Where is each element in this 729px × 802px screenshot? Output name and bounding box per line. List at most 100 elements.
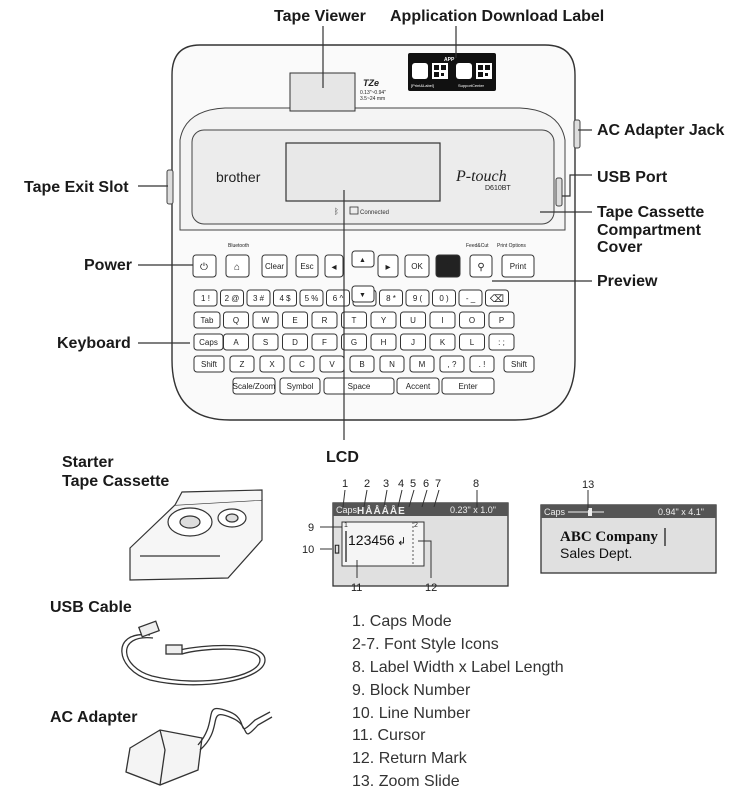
home-key-cap[interactable] [225,254,250,278]
key-3-row1[interactable]: 3 # [246,289,271,307]
key-row4-10-cap[interactable] [503,355,535,373]
key-8-row1[interactable]: 8 * [379,289,403,307]
key-9-row1[interactable]: 9 ( [405,289,430,307]
ok-key-cap[interactable] [404,254,430,278]
key-row4-6-cap[interactable] [379,355,405,373]
key-l-row3-cap[interactable] [459,333,485,351]
key-row4-1[interactable]: Z [229,355,255,373]
key-row4-1-cap[interactable] [229,355,255,373]
key-row4-10[interactable]: Shift [503,355,535,373]
key-o-cap[interactable] [459,311,485,329]
key-k-row3[interactable]: K [429,333,456,351]
key-i[interactable]: I [429,311,456,329]
key-scalezoom-cap[interactable] [232,377,276,395]
key-row4-2-cap[interactable] [259,355,285,373]
key-10-row1[interactable]: 0 ) [432,289,456,307]
key-f-row3[interactable]: F [311,333,338,351]
key-symbol-cap[interactable] [279,377,321,395]
key-row4-8[interactable]: , ? [439,355,465,373]
key-w-cap[interactable] [252,311,279,329]
key-y[interactable]: Y [370,311,397,329]
clear-key[interactable]: Clear [261,254,288,278]
key-row4-5[interactable]: B [349,355,375,373]
esc-key[interactable]: Esc [295,254,319,278]
key-tab-cap[interactable] [193,311,221,329]
key-t[interactable]: T [341,311,367,329]
power-key-cap[interactable] [192,254,217,278]
key-11-row1-cap[interactable] [458,289,483,307]
key-3-row1-cap[interactable] [246,289,271,307]
key-enter[interactable]: Enter [441,377,495,395]
key-u[interactable]: U [400,311,426,329]
key-h-row3[interactable]: H [370,333,397,351]
key-a-row3[interactable]: A [223,333,249,351]
ok-key[interactable]: OK [404,254,430,278]
key-q-cap[interactable] [223,311,249,329]
key-l-row3[interactable]: L [459,333,485,351]
preview-key[interactable] [469,254,493,278]
key-row4-3-cap[interactable] [289,355,315,373]
key-j-row3-cap[interactable] [400,333,426,351]
key-j-row3[interactable]: J [400,333,426,351]
key-row4-7-cap[interactable] [409,355,435,373]
key-row4-7[interactable]: M [409,355,435,373]
key-t-cap[interactable] [341,311,367,329]
key-5-row1[interactable]: 5 % [299,289,324,307]
key-accent-cap[interactable] [396,377,440,395]
key-row4-0[interactable]: Shift [193,355,225,373]
key--row3-cap[interactable] [488,333,515,351]
key-e-cap[interactable] [282,311,308,329]
key-p[interactable]: P [488,311,515,329]
key-s-row3-cap[interactable] [252,333,279,351]
key-accent[interactable]: Accent [396,377,440,395]
nav-right-key[interactable] [377,254,399,278]
print-key-cap[interactable] [501,254,535,278]
nav-right-key-cap[interactable] [377,254,399,278]
key-space-cap[interactable] [323,377,395,395]
key-q[interactable]: Q [223,311,249,329]
key-row4-0-cap[interactable] [193,355,225,373]
key-row4-5-cap[interactable] [349,355,375,373]
key-o[interactable]: O [459,311,485,329]
key-d-row3[interactable]: D [282,333,308,351]
key-k-row3-cap[interactable] [429,333,456,351]
key-row4-2[interactable]: X [259,355,285,373]
key-w[interactable]: W [252,311,279,329]
key-s-row3[interactable]: S [252,333,279,351]
key-r-cap[interactable] [311,311,338,329]
key-2-row1-cap[interactable] [220,289,244,307]
key-g-row3-cap[interactable] [341,333,367,351]
key-6-row1[interactable]: 6 ^ [326,289,350,307]
home-key[interactable] [225,254,250,278]
preview-key-cap[interactable] [469,254,493,278]
key-symbol[interactable]: Symbol [279,377,321,395]
key-2-row1[interactable]: 2 @ [220,289,244,307]
key-tab[interactable]: Tab [193,311,221,329]
key-g-row3[interactable]: G [341,333,367,351]
key-5-row1-cap[interactable] [299,289,324,307]
key-p-cap[interactable] [488,311,515,329]
key-d-row3-cap[interactable] [282,333,308,351]
key-8-row1-cap[interactable] [379,289,403,307]
key-h-row3-cap[interactable] [370,333,397,351]
print-key[interactable]: Print [501,254,535,278]
key-row4-3[interactable]: C [289,355,315,373]
key-11-row1[interactable]: - _ [458,289,483,307]
key-9-row1-cap[interactable] [405,289,430,307]
key-1-row1[interactable]: 1 ! [193,289,218,307]
key-caps-row3[interactable]: Caps [193,333,224,351]
key-4-row1-cap[interactable] [273,289,297,307]
key-a-row3-cap[interactable] [223,333,249,351]
fn-key-cap[interactable] [435,254,461,278]
key-i-cap[interactable] [429,311,456,329]
key-r[interactable]: R [311,311,338,329]
nav-left-key-cap[interactable] [324,254,344,278]
key-f-row3-cap[interactable] [311,333,338,351]
power-key[interactable] [192,254,217,278]
backspace-key-cap[interactable] [485,289,509,307]
key-scalezoom[interactable]: Scale/Zoom [232,377,276,395]
clear-key-cap[interactable] [261,254,288,278]
esc-key-cap[interactable] [295,254,319,278]
nav-up-key[interactable] [351,250,375,268]
key-row4-4[interactable]: V [319,355,345,373]
